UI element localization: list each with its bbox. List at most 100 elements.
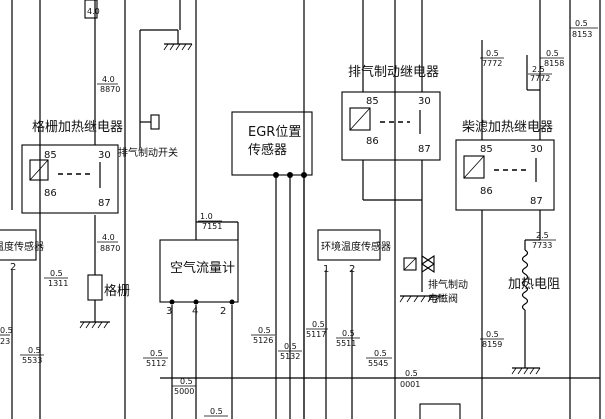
- ground-symbol: [511, 367, 541, 375]
- relay-coil: [29, 159, 49, 181]
- wire-label-8159: 0.5 8159: [480, 330, 504, 349]
- pin-label: 85: [480, 144, 493, 155]
- wire-label-8153: 0.5 8153: [570, 19, 598, 39]
- svg-text:0.5: 0.5: [575, 19, 588, 28]
- svg-text:2.5: 2.5: [532, 65, 545, 74]
- left-sensor-label: 温度传感器: [0, 240, 44, 253]
- pin-label: 87: [418, 144, 431, 155]
- pin-label: 30: [418, 96, 431, 107]
- pin-label: 30: [530, 144, 543, 155]
- svg-text:5533: 5533: [22, 356, 42, 365]
- ground-symbol: [79, 321, 110, 329]
- grille-relay-title: 格栅加热继电器: [32, 119, 123, 135]
- svg-text:5112: 5112: [146, 359, 166, 368]
- svg-text:0.5: 0.5: [258, 326, 271, 335]
- exhaust-brake-switch: 排气制动开关: [118, 114, 178, 159]
- grille-heater: 格栅: [87, 274, 130, 301]
- svg-text:4.0: 4.0: [102, 75, 115, 84]
- wire-label-5117: 0.5 5117: [306, 320, 328, 339]
- svg-text:23: 23: [0, 337, 10, 346]
- valve-label-line2: 电磁阀: [428, 292, 458, 305]
- wire-label-8870-top: 4.0 8870: [97, 75, 120, 94]
- wire-label-5000: 0.5 5000: [172, 377, 196, 396]
- wire-label-8158: 0.5 8158: [540, 49, 564, 68]
- svg-text:5117: 5117: [306, 330, 326, 339]
- svg-text:0.5: 0.5: [210, 407, 223, 416]
- svg-text:7772: 7772: [482, 59, 502, 68]
- egr-label-line1: EGR位置: [248, 125, 301, 140]
- svg-text:8153: 8153: [572, 30, 592, 39]
- pin-label: 4: [192, 306, 198, 317]
- svg-text:0.5: 0.5: [312, 320, 325, 329]
- wire-label-23: 0.5 23: [0, 326, 13, 346]
- svg-text:7772: 7772: [530, 74, 550, 83]
- svg-text:1311: 1311: [48, 279, 68, 288]
- svg-text:0.5: 0.5: [284, 342, 297, 351]
- relay-coil: [463, 155, 485, 179]
- exhaust-brake-relay: 排气制动继电器 85 30 86 87: [341, 64, 441, 161]
- egr-position-sensor: EGR位置 传感器: [231, 111, 313, 178]
- pin-label: 2: [349, 264, 355, 275]
- wire-label-5112: 0.5 5112: [143, 349, 168, 368]
- svg-text:8158: 8158: [544, 59, 564, 68]
- pin-label: 85: [44, 150, 57, 161]
- pin-label: 86: [366, 136, 379, 147]
- pin-label: 1: [323, 264, 329, 275]
- wire-label-40-top: 4.0: [84, 0, 100, 19]
- wire-label-5545: 0.5 5545: [366, 349, 392, 368]
- exhaust-brake-valve: 排气制动 电磁阀: [403, 254, 468, 305]
- svg-text:0.5: 0.5: [486, 49, 499, 58]
- svg-text:0.5: 0.5: [28, 346, 41, 355]
- left-temp-sensor: 温度传感器 2: [0, 229, 44, 273]
- egr-label-line2: 传感器: [248, 142, 287, 158]
- pin-label: 85: [366, 96, 379, 107]
- main-wires: [11, 0, 601, 419]
- svg-text:0.5: 0.5: [405, 369, 418, 378]
- svg-text:0.5: 0.5: [342, 329, 355, 338]
- pin-label: 86: [44, 188, 57, 199]
- grille-label: 格栅: [104, 283, 130, 299]
- pin-label: 3: [166, 306, 172, 317]
- valve-coil: [403, 257, 417, 271]
- svg-text:0.5: 0.5: [546, 49, 559, 58]
- wire-label-7733: 2.5 7733: [528, 231, 556, 250]
- partial-component-bottom: [419, 403, 461, 419]
- filter-relay-title: 柴滤加热继电器: [462, 120, 553, 135]
- svg-text:8159: 8159: [482, 340, 502, 349]
- svg-text:4.0: 4.0: [102, 233, 115, 242]
- air-flow-meter-label: 空气流量计: [170, 260, 235, 276]
- wire-label-0001: 0.5 0001: [398, 369, 424, 389]
- wire-label-7151: 1.0 7151: [198, 212, 222, 231]
- wire-label-5126: 0.5 5126: [251, 326, 275, 345]
- pin-label: 2: [220, 306, 226, 317]
- air-flow-meter: 空气流量计 3 4 2: [159, 239, 239, 317]
- wire-label-7772-b: 2.5 7772: [528, 65, 552, 83]
- wire-label-bottom: 0.5: [204, 407, 228, 417]
- ambient-temp-sensor: 环境温度传感器 1 2: [317, 229, 391, 275]
- wire-label-5132: 0.5 5132: [278, 342, 302, 361]
- svg-text:0.5: 0.5: [50, 269, 63, 278]
- svg-text:4.0: 4.0: [87, 7, 100, 16]
- svg-text:0.5: 0.5: [150, 349, 163, 358]
- wire-label-7772-a: 0.5 7772: [480, 49, 504, 68]
- wire-label-1311: 0.5 1311: [44, 269, 68, 288]
- pin-label: 2: [10, 262, 16, 273]
- ground-symbol: [163, 43, 193, 51]
- wire-label-5533: 0.5 5533: [20, 346, 44, 365]
- pin-label: 87: [530, 196, 543, 207]
- exhaust-relay-title: 排气制动继电器: [348, 64, 439, 80]
- pin-label: 87: [98, 198, 111, 209]
- svg-text:0.5: 0.5: [180, 377, 193, 386]
- svg-text:5511: 5511: [336, 339, 356, 348]
- svg-text:8870: 8870: [100, 85, 120, 94]
- heating-resistor-label: 加热电阻: [508, 277, 560, 292]
- svg-text:2.5: 2.5: [536, 231, 549, 240]
- ambient-temp-label: 环境温度传感器: [321, 240, 391, 253]
- svg-text:0001: 0001: [400, 380, 420, 389]
- svg-text:5126: 5126: [253, 336, 273, 345]
- svg-text:7733: 7733: [532, 241, 552, 250]
- svg-text:5545: 5545: [368, 359, 388, 368]
- svg-text:5000: 5000: [174, 387, 194, 396]
- pin-label: 86: [480, 186, 493, 197]
